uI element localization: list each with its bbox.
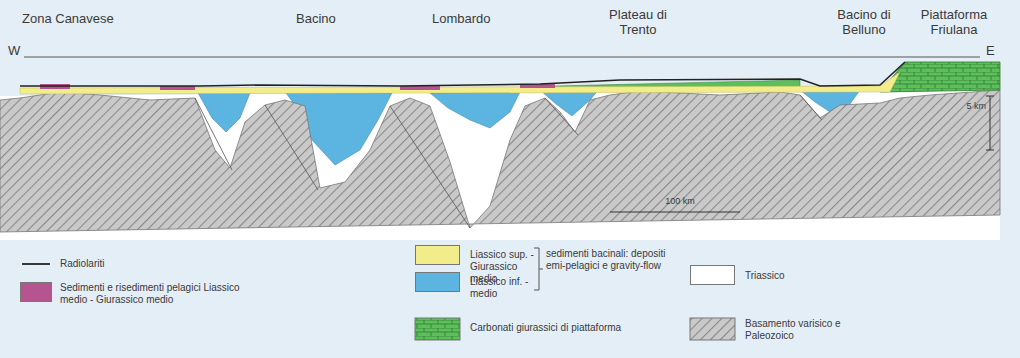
radiolarite-line (20, 62, 905, 86)
legend-swatch (690, 265, 735, 285)
legend-swatch (415, 245, 460, 265)
upper-lias-layer (20, 72, 900, 94)
faults (195, 95, 822, 228)
carbonate-swatch (415, 318, 460, 340)
legend-swatch (415, 272, 460, 292)
region-label: Bacino (296, 12, 376, 27)
triassic-fill (0, 88, 1000, 240)
direction-label: W (8, 44, 28, 59)
legend-text: Carbonati giurassici di piattaforma (470, 322, 680, 334)
legend-swatch (20, 282, 52, 302)
region-label: Bacino di Belluno (824, 8, 904, 38)
horizontal-scale (610, 212, 740, 213)
vertical-scale (990, 96, 991, 150)
region-label: Lombardo (432, 12, 532, 27)
basement-swatch (690, 318, 735, 340)
scale-tick (986, 150, 994, 151)
region-label: Piattaforma Friulana (904, 8, 1004, 38)
friuli-platform (880, 62, 1000, 92)
basement (0, 90, 1000, 232)
legend-text: Triassico (745, 270, 865, 282)
legend-text: Sedimenti e risedimenti pelagici Liassic… (60, 282, 260, 306)
direction-label: E (986, 44, 1006, 59)
scale-tick (986, 96, 994, 97)
legend-text: Radiolariti (60, 258, 260, 270)
reference-line (24, 57, 980, 58)
scale-label: 100 km (650, 196, 710, 206)
legend-text: Basamento varisico e Paleozoico (745, 318, 875, 342)
legend-text: Liassico inf. - medio (470, 276, 534, 300)
scale-label: 5 km (950, 101, 986, 111)
region-label: Plateau di Trento (598, 8, 678, 38)
bracket (534, 248, 543, 290)
radiolarite-sample (22, 263, 50, 265)
bracket-note: sedimenti bacinali: depositi emi-pelagic… (546, 248, 676, 271)
region-label: Zona Canavese (22, 12, 162, 27)
